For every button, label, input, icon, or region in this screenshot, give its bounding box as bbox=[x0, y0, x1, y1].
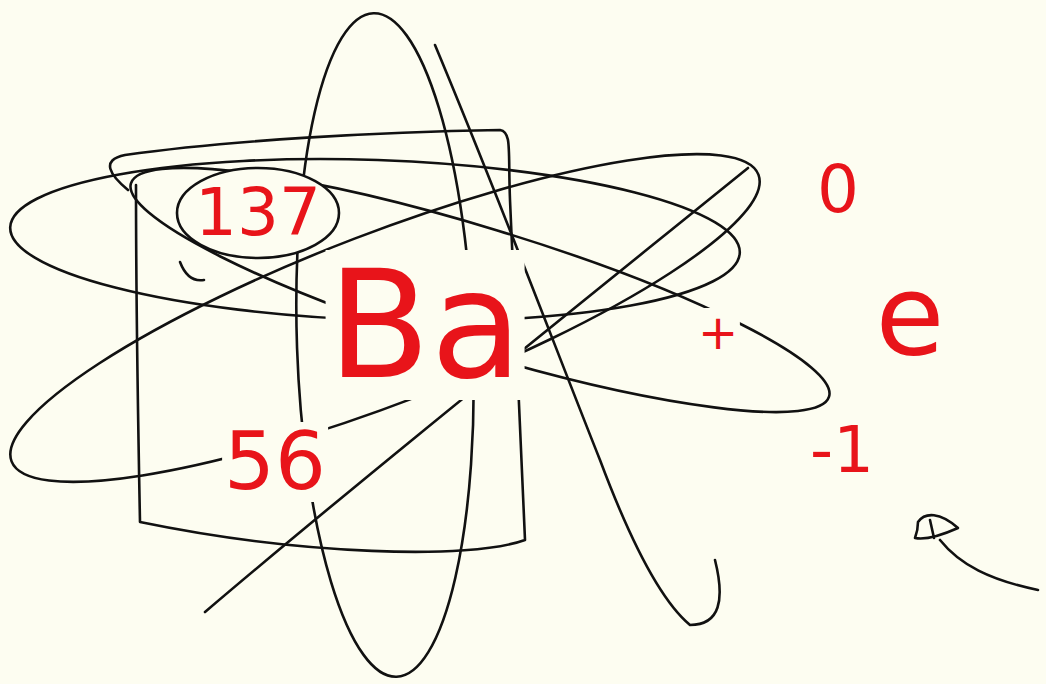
mass-number: 137 bbox=[195, 180, 321, 246]
nuclide-label: Ba bbox=[326, 250, 525, 400]
loop-tail bbox=[180, 262, 204, 280]
orbit-ellipse bbox=[0, 95, 789, 540]
nuclide-label: + bbox=[696, 308, 740, 356]
sight-line bbox=[940, 540, 1038, 590]
loop-ellipse bbox=[177, 168, 339, 258]
eye-symbol bbox=[915, 515, 958, 538]
nuclide-label: 56 bbox=[222, 422, 328, 502]
orbit-ellipse bbox=[113, 124, 847, 456]
circled-mass-number: 137 bbox=[177, 168, 339, 258]
box-scribble bbox=[110, 130, 525, 552]
nuclide-label: e bbox=[874, 259, 947, 371]
nuclide-label: -1 bbox=[808, 418, 876, 482]
nuclide-label: 0 bbox=[815, 157, 861, 223]
